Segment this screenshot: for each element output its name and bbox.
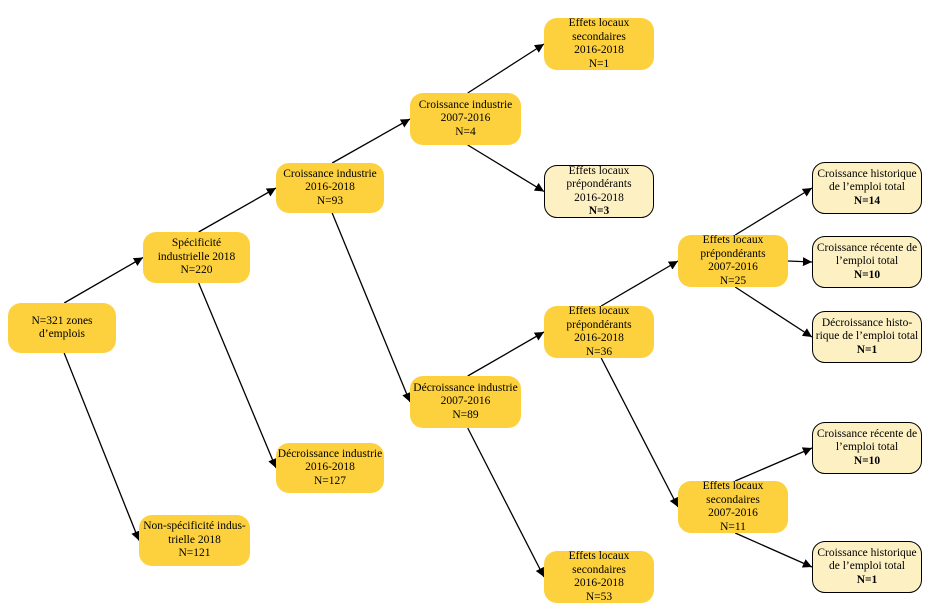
node-label-line: N=121 — [178, 547, 211, 560]
node-label-line: 2007-2016 — [708, 507, 758, 519]
node-label-line: Croissance industrie — [283, 167, 377, 180]
edge-spec-to-croiss1618 — [198, 187, 277, 233]
node-label-line: N=36 — [585, 345, 613, 358]
node-label-line: N=25 — [719, 274, 747, 287]
node-label-line: 2016-2018 — [574, 577, 624, 589]
edge-spec-to-decr1618 — [198, 282, 277, 469]
node-label-line: N=1 — [856, 343, 878, 356]
edge-root-to-spec — [63, 256, 144, 304]
node-label-line: N=93 — [316, 194, 344, 207]
node-label-line: Croissance industrie — [418, 98, 513, 111]
edge-els11-to-ch1 — [734, 532, 813, 568]
edge-elp25-to-dh1 — [734, 286, 813, 338]
edge-root-to-nonspec — [63, 352, 140, 541]
edge-elp36-to-elp25 — [600, 260, 679, 307]
node-label-line: N=3 — [588, 205, 610, 217]
node-label-line: secondaires — [572, 30, 626, 43]
node-label-line: secondaires — [572, 563, 626, 576]
node-label-line: industrielle 2018 — [157, 250, 236, 263]
node-label-line: Décroissance industrie — [413, 381, 518, 394]
edge-elp25-to-ch14 — [734, 187, 813, 236]
node-label-line: N=321 zones — [31, 314, 93, 327]
node-label-line: Croissance récente de — [816, 241, 918, 254]
node-label-line: N=1 — [588, 57, 610, 70]
node-label-line: secondaires — [706, 493, 760, 506]
node-label-line: Croissance récente de — [816, 427, 918, 440]
edge-decr0716-to-elp36 — [467, 331, 545, 377]
node-label-line: Effets locaux — [568, 17, 630, 29]
node-label-line: l’emploi total — [835, 255, 899, 268]
node-label-line: N=10 — [853, 454, 881, 467]
node-label-line: 2016-2018 — [574, 332, 624, 344]
node-label-line: Décroissance industrie — [277, 447, 383, 460]
node-label-line: Non-spécificité indus- — [143, 520, 246, 533]
edge-croiss0716-to-elp3 — [467, 144, 545, 193]
node-label-line: N=220 — [180, 264, 213, 277]
node-label-line: Effets locaux — [702, 234, 764, 246]
node-label-line: prépondérants — [700, 247, 766, 260]
node-label-line: prépondérants — [566, 178, 632, 190]
node-label-line: Décroissance histo- — [821, 316, 913, 329]
node-label-line: N=11 — [720, 520, 746, 533]
edge-elp36-to-els11 — [600, 357, 679, 508]
node-label-line: Spécificité — [171, 237, 222, 250]
node-dh1: Décroissance histo-rique de l’emploi tot… — [812, 311, 922, 363]
node-label-line: rique de l’emploi total — [815, 330, 919, 343]
edge-elp25-to-cr10a — [787, 257, 813, 267]
node-label-line: N=14 — [853, 194, 881, 207]
edge-croiss0716-to-els1 — [467, 43, 545, 94]
node-label-line: N=53 — [585, 590, 613, 603]
node-label-line: 2016-2018 — [574, 191, 624, 204]
node-label-line: de l’emploi total — [828, 560, 905, 573]
node-label-line: 2016-2018 — [574, 44, 624, 56]
edge-decr0716-to-els53 — [467, 427, 545, 578]
node-label-line: de l’emploi total — [828, 181, 905, 194]
node-label-line: Effets locaux — [702, 480, 764, 492]
node-label-line: N=4 — [455, 125, 476, 138]
node-label-line: 2007-2016 — [440, 395, 491, 408]
node-label-line: Effets locaux — [568, 305, 630, 317]
node-label-line: trielle 2018 — [168, 533, 221, 546]
node-label-line: Croissance historique — [817, 546, 917, 559]
node-label-line: 2007-2016 — [440, 112, 491, 125]
node-label-line: N=10 — [853, 268, 881, 281]
node-label-line: l’emploi total — [835, 441, 899, 454]
node-label-line: Croissance historique — [817, 167, 917, 180]
node-label-line: N=89 — [452, 408, 479, 421]
node-label-line: 2007-2016 — [708, 261, 758, 273]
node-label-line: Effets locaux — [568, 550, 630, 562]
node-label-line: prépondérants — [566, 318, 632, 331]
node-label-line: 2016-2018 — [305, 181, 355, 194]
edge-croiss1618-to-decr0716 — [331, 212, 411, 403]
node-label-line: N=127 — [313, 474, 347, 487]
node-label-line: N=1 — [856, 573, 878, 586]
node-label-line: Effets locaux — [568, 164, 630, 177]
node-label-line: 2016-2018 — [305, 461, 355, 474]
edge-els11-to-cr10b — [734, 447, 813, 482]
edge-croiss1618-to-croiss0716 — [331, 118, 411, 164]
node-label-line: d’emplois — [39, 328, 85, 340]
